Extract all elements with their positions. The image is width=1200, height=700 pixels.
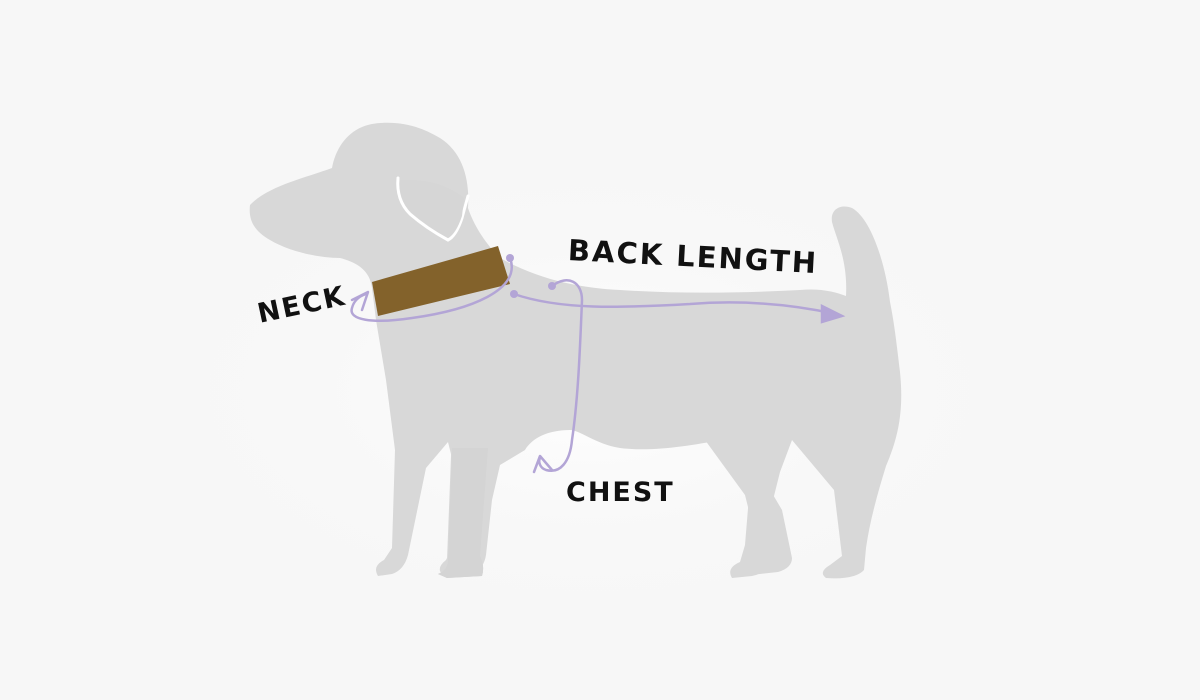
collar-icon	[372, 246, 510, 316]
back-length-measure-line	[512, 292, 838, 316]
chest-measure-line	[538, 279, 584, 472]
neck-measure-arrowhead	[350, 290, 370, 312]
back-length-measure-arrowhead	[820, 303, 846, 324]
dog-silhouette-icon	[249, 122, 902, 579]
chest-measure-arrowhead	[532, 454, 554, 474]
back-length-start-dot	[510, 290, 518, 298]
neck-measure-start-dot	[506, 254, 514, 262]
neck-measure-line	[350, 256, 513, 322]
dog-ear-outline	[396, 176, 470, 242]
chest-measure-start-dot	[548, 282, 556, 290]
chest-label: CHEST	[566, 477, 675, 508]
dog-ear-fill	[399, 179, 464, 238]
dog-body	[249, 122, 902, 579]
measurement-lines	[350, 254, 846, 474]
dog-far-front-leg-fill	[438, 448, 488, 578]
